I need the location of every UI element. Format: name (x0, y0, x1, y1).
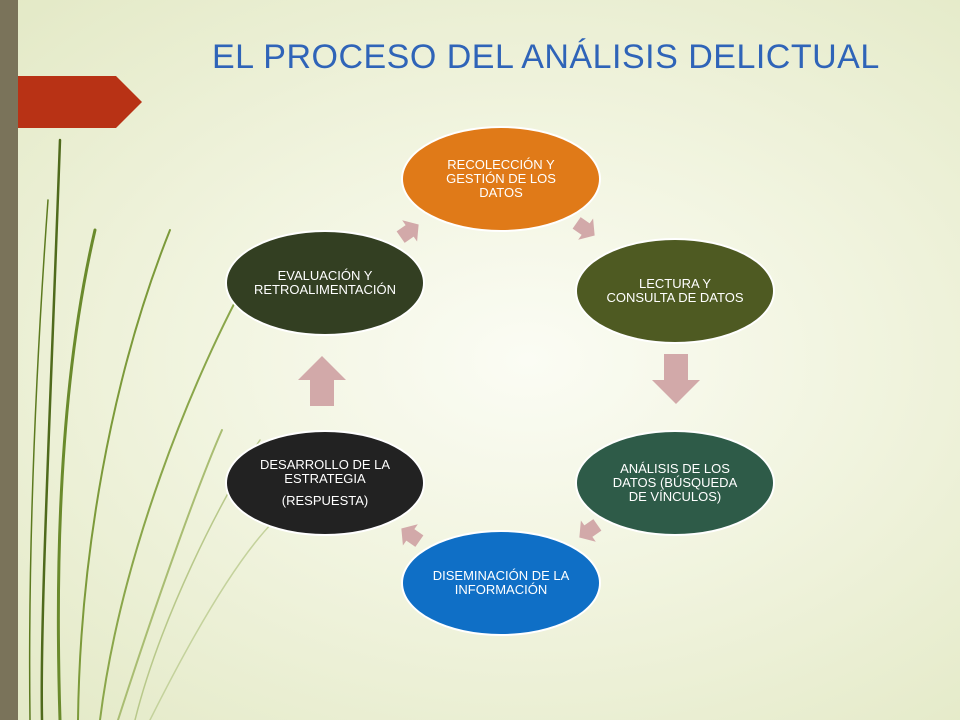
node-recoleccion: RECOLECCIÓN Y GESTIÓN DE LOS DATOS (401, 126, 601, 232)
slide-title: EL PROCESO DEL ANÁLISIS DELICTUAL (212, 38, 880, 76)
node-label: EVALUACIÓN Y RETROALIMENTACIÓN (253, 268, 397, 297)
connector-arrows (298, 217, 700, 547)
node-analisis: ANÁLISIS DE LOS DATOS (BÚSQUEDA DE VÍNCU… (575, 430, 775, 536)
node-desarrollo: DESARROLLO DE LA ESTRATEGIA (RESPUESTA) (225, 430, 425, 536)
node-label: RECOLECCIÓN Y GESTIÓN DE LOS DATOS (446, 157, 556, 200)
node-label: DESARROLLO DE LA ESTRATEGIA (259, 457, 391, 486)
node-diseminacion: DISEMINACIÓN DE LA INFORMACIÓN (401, 530, 601, 636)
arrow-1-to-2 (652, 354, 700, 404)
title-accent-tab (18, 76, 142, 128)
node-sublabel: (RESPUESTA) (281, 493, 369, 508)
node-label: ANÁLISIS DE LOS DATOS (BÚSQUEDA DE VÍNCU… (612, 461, 738, 504)
node-label: DISEMINACIÓN DE LA INFORMACIÓN (432, 568, 570, 597)
arrow-5-to-0 (396, 220, 419, 243)
arrow-3-to-4 (401, 524, 424, 547)
arrow-0-to-1 (572, 217, 595, 240)
node-label: LECTURA Y CONSULTA DE DATOS (606, 276, 744, 305)
left-accent-bar (0, 0, 18, 720)
arrow-4-to-5 (298, 356, 346, 406)
node-evaluacion: EVALUACIÓN Y RETROALIMENTACIÓN (225, 230, 425, 336)
arrow-2-to-3 (579, 519, 602, 542)
node-lectura: LECTURA Y CONSULTA DE DATOS (575, 238, 775, 344)
